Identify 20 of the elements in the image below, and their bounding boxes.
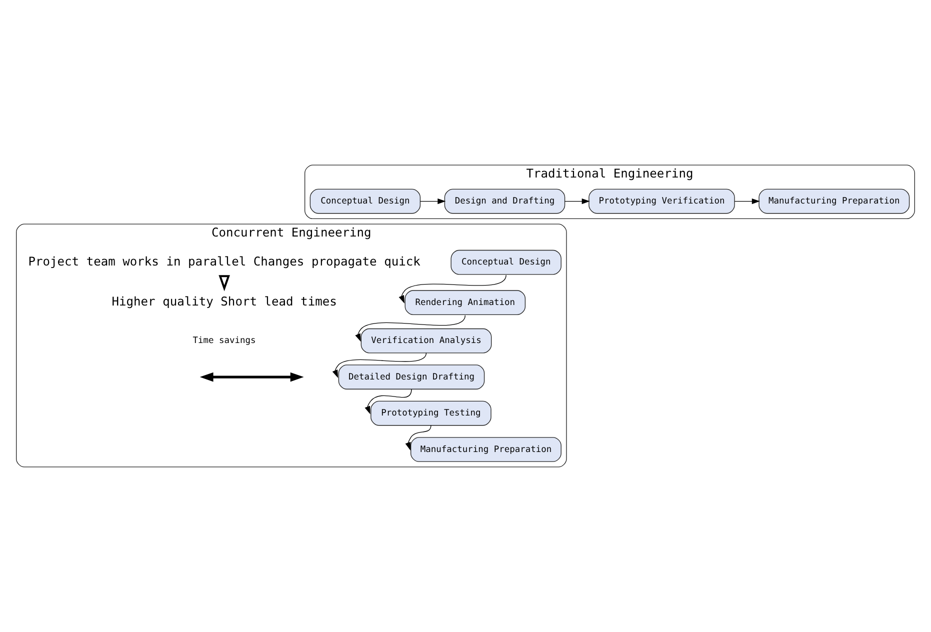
arrow — [332, 352, 427, 378]
node-text: Higher quality Short lead times — [112, 294, 337, 309]
arrow — [564, 198, 590, 204]
node-box: Prototyping Testing — [370, 400, 492, 426]
node-box: Design and Drafting — [444, 188, 566, 214]
arrow — [734, 198, 760, 204]
arrow — [398, 274, 506, 304]
node-box: Manufacturing Preparation — [410, 437, 562, 462]
node-box: Rendering Animation — [404, 290, 526, 315]
arrow — [405, 425, 432, 450]
node-box: Detailed Design Drafting — [338, 364, 485, 390]
node-box: Manufacturing Preparation — [758, 188, 910, 214]
arrow — [355, 315, 466, 342]
node-box: Conceptual Design — [450, 250, 562, 275]
arrow — [420, 198, 446, 204]
node-box: Verification Analysis — [360, 328, 492, 354]
node-box: Conceptual Design — [310, 188, 421, 214]
node-text: Project team works in parallel Changes propagate quick — [28, 254, 420, 268]
node-box: Prototyping Verification — [588, 188, 735, 214]
label: Time savings — [192, 336, 256, 346]
